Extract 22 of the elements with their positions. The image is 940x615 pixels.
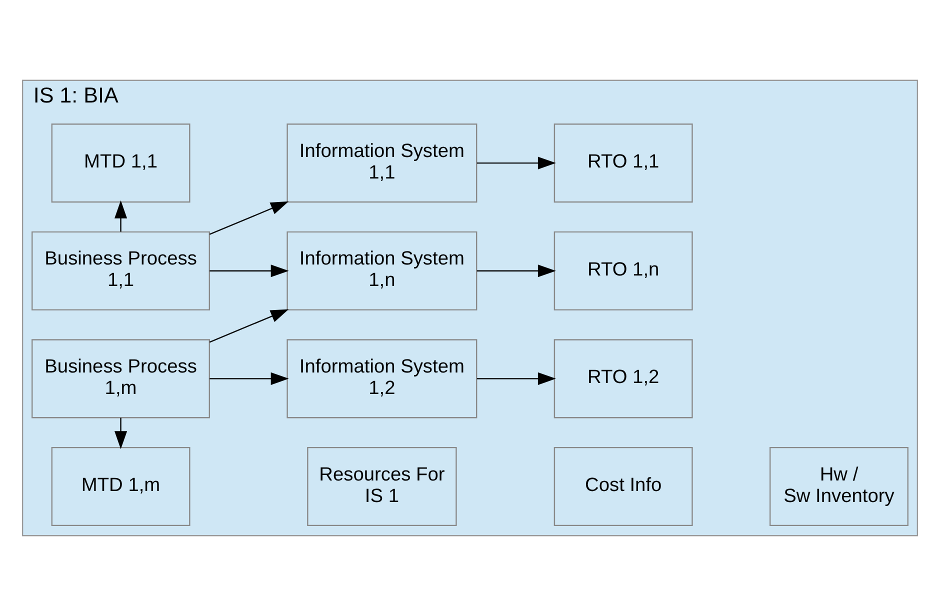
node-box: RTO 1,2 [554, 338, 693, 418]
node-box: Business Process 1,1 [32, 230, 210, 310]
arrow [209, 308, 289, 342]
arrow [476, 264, 556, 277]
arrow [210, 264, 289, 277]
arrow [209, 200, 289, 234]
node-box: Information System 1,1 [286, 123, 478, 202]
node-box: MTD 1,m [51, 446, 190, 526]
node-box: RTO 1,1 [554, 123, 693, 202]
arrow [114, 417, 128, 449]
arrow [476, 156, 556, 169]
node-box: Information System 1,2 [286, 338, 478, 418]
node-box: Resources For IS 1 [307, 446, 457, 526]
arrow [210, 372, 289, 384]
node-box: Hw / Sw Inventory [770, 446, 908, 526]
node-box: MTD 1,1 [51, 123, 190, 202]
node-box: Information System 1,n [286, 230, 478, 310]
arrow [476, 372, 556, 384]
node-box: Business Process 1,m [32, 338, 210, 418]
arrow [114, 200, 128, 232]
node-box: RTO 1,n [554, 230, 693, 310]
node-box: Cost Info [554, 446, 693, 526]
